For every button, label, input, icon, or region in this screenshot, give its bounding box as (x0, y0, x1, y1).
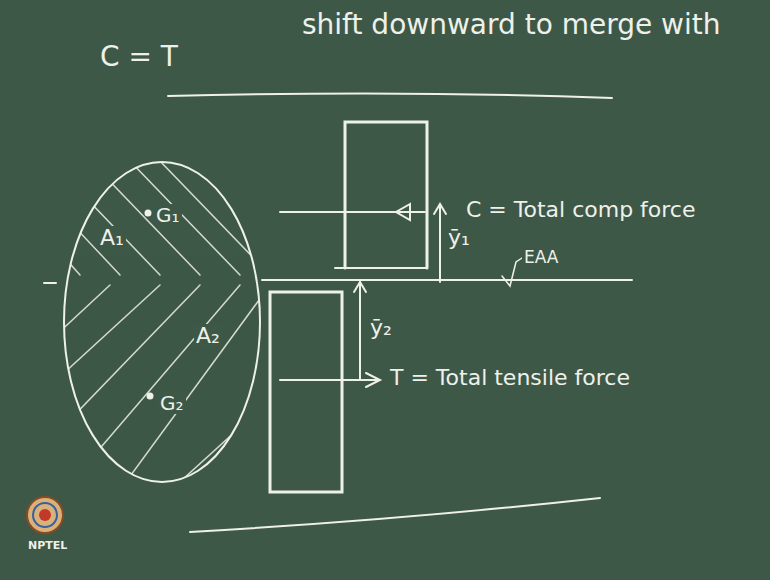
equation: C = T (98, 42, 180, 73)
centroid-label: G₁ (154, 204, 182, 226)
force-line (280, 379, 378, 381)
force-label: T = Total tensile force (388, 366, 632, 390)
axis-label: EAA (522, 248, 560, 267)
axis-tick (44, 282, 56, 284)
lever-arm (359, 282, 361, 380)
nptel-logo (27, 497, 63, 533)
beam-top-edge (168, 93, 612, 98)
lever-arm (439, 206, 441, 282)
area-label: A₁ (98, 226, 126, 250)
axis-mark (502, 258, 522, 286)
note-text: shift downward to merge with (300, 10, 723, 41)
lever-arm-label: ȳ₁ (446, 226, 472, 250)
neutral-axis (262, 279, 632, 281)
force-label: C = Total comp force (464, 198, 698, 222)
arrowhead (434, 204, 446, 214)
compression-arrowhead (396, 204, 410, 220)
cross-section (64, 162, 260, 482)
beam-sketch (40, 93, 632, 532)
compression-block-base (335, 267, 427, 269)
force-line (280, 211, 425, 213)
tension-block (270, 292, 342, 492)
centroid-dot (148, 394, 153, 399)
hatching (40, 130, 270, 500)
compression-block (345, 122, 427, 268)
centroid-dot (146, 211, 151, 216)
beam-bottom-edge (190, 498, 600, 532)
centroid-label: G₂ (158, 392, 186, 414)
area-label: A₂ (194, 324, 222, 348)
tension-arrowhead (366, 373, 380, 387)
arrowhead (354, 282, 366, 292)
logo-text: NPTEL (26, 540, 69, 552)
lever-arm-label: ȳ₂ (368, 316, 394, 340)
